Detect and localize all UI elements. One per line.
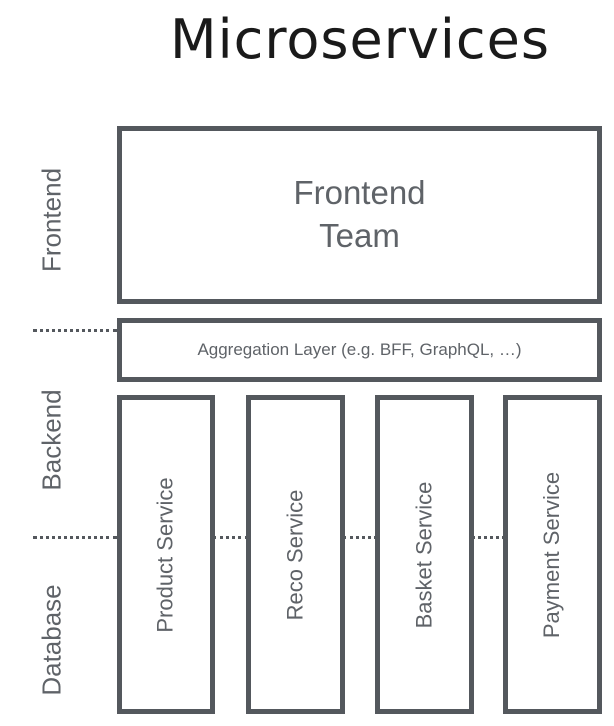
layer-label-text: Frontend	[36, 167, 67, 273]
divider-frontend-backend	[33, 329, 117, 332]
layer-label-text: Backend	[36, 389, 67, 491]
reco-service-box: Reco Service	[246, 395, 345, 714]
basket-service-box: Basket Service	[375, 395, 474, 714]
service-label: Reco Service	[282, 489, 308, 620]
service-label: Product Service	[153, 476, 179, 633]
aggregation-layer-label: Aggregation Layer (e.g. BFF, GraphQL, …)	[197, 340, 522, 359]
product-service-box: Product Service	[117, 395, 215, 714]
service-label: Payment Service	[539, 471, 565, 638]
layer-label-text: Database	[36, 584, 67, 696]
service-label: Basket Service	[411, 481, 437, 628]
divider-backend-database	[33, 536, 117, 539]
frontend-team-line2: Team	[319, 217, 400, 254]
divider-segment	[343, 536, 377, 539]
payment-service-box: Payment Service	[503, 395, 602, 714]
frontend-team-line1: Frontend	[293, 174, 426, 212]
aggregation-layer-box: Aggregation Layer (e.g. BFF, GraphQL, …)	[117, 318, 602, 382]
diagram-title: Microservices	[170, 8, 550, 71]
divider-segment	[472, 536, 505, 539]
divider-segment	[213, 536, 248, 539]
